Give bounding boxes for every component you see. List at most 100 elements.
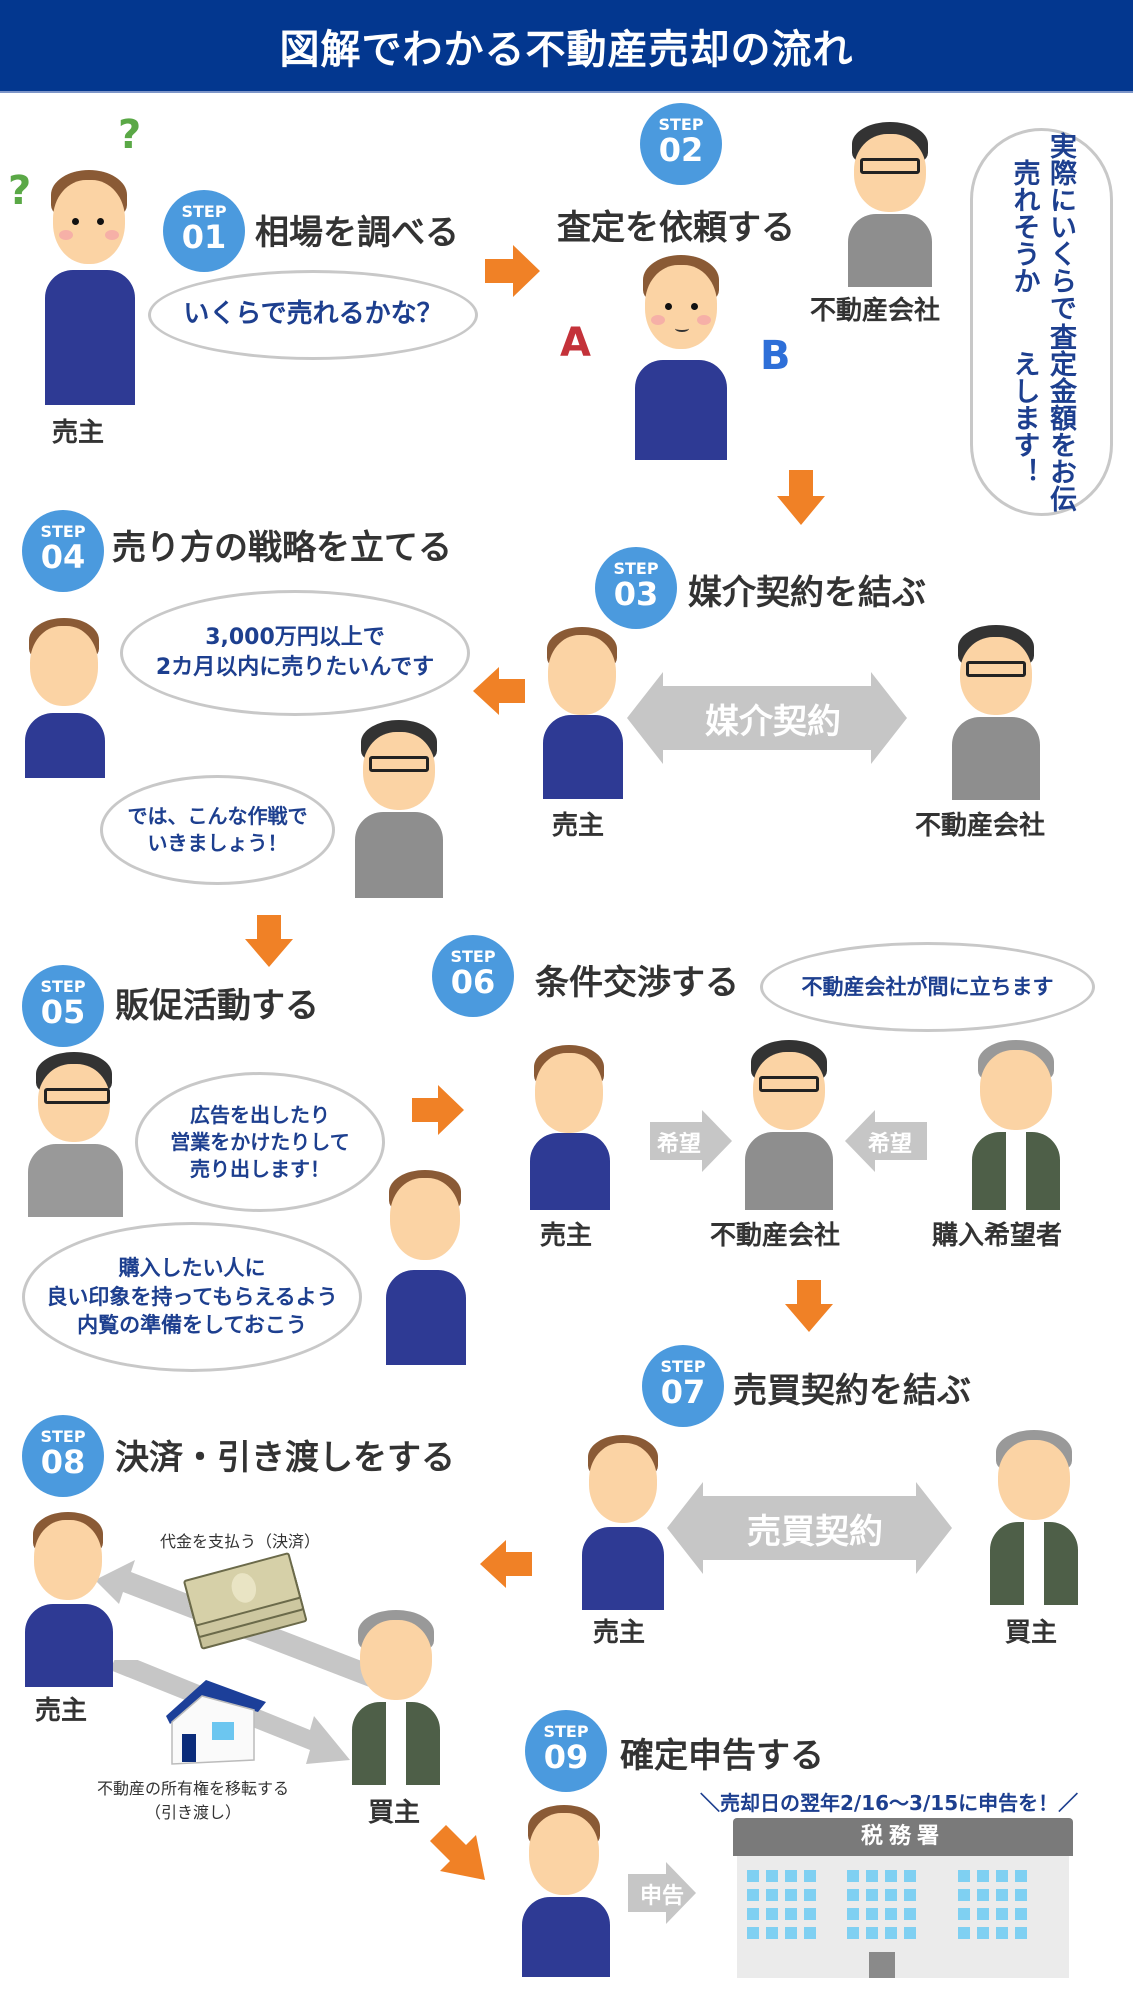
arrow-right-icon [412,1085,464,1135]
agent-figure [355,720,443,898]
badge-label: STEP [658,115,704,134]
agent-figure [952,625,1040,800]
badge-label: STEP [40,1427,86,1446]
badge-label: STEP [543,1722,589,1741]
sales-contract-label: 売買契約 [747,1512,883,1552]
seller-figure [25,618,105,778]
role-label-agent: 不動産会社 [915,811,1046,841]
badge-label: STEP [613,559,659,578]
role-label-buyer: 買主 [1005,1618,1058,1648]
seller-figure [605,255,755,460]
badge-number: 08 [40,1443,86,1481]
seller-figure [520,1805,612,1977]
speech-bubble-vertical: 実際にいくらで売れそうか 査定金額をお伝えします！ [970,128,1113,516]
step-title-06: 条件交渉する [535,963,739,1003]
agent-figure [848,122,932,287]
step-title-09: 確定申告する [620,1736,824,1776]
step-title-03: 媒介契約を結ぶ [688,573,926,613]
role-label-buyer-candidate: 購入希望者 [932,1221,1063,1251]
arrow-down-right-icon [430,1825,485,1880]
step-badge-04: STEP 04 [22,510,104,592]
badge-number: 07 [660,1373,706,1411]
option-b-label: B [760,333,791,379]
caption-line: （引き渡し） [144,1803,241,1822]
role-label-seller: 売主 [52,418,105,448]
speech-bubble: 購入したい人に 良い印象を持ってもらえるよう 内覧の準備をしておこう [22,1222,362,1372]
bubble-line: 営業をかけたりして [170,1129,350,1154]
step-badge-01: STEP 01 [163,190,245,272]
arrow-left-icon [473,667,525,715]
bubble-line: 実際にいくらで売れそうか [1008,132,1076,321]
badge-label: STEP [40,522,86,541]
bubble-line: いきましょう！ [147,831,288,855]
question-mark-icon: ? [118,112,142,158]
badge-number: 01 [181,218,227,256]
bubble-line: 売り出します！ [190,1156,330,1181]
deadline-note: ＼売却日の翌年2/16〜3/15に申告を！／ [700,1791,1079,1815]
agent-figure [28,1052,123,1217]
badge-label: STEP [181,202,227,221]
role-label-seller: 売主 [593,1618,646,1648]
question-mark-icon: ? [8,168,32,214]
step-badge-09: STEP 09 [525,1710,607,1792]
agent-figure [745,1040,833,1210]
bubble-line: 購入したい人に [118,1256,266,1281]
badge-label: STEP [40,977,86,996]
step-badge-03: STEP 03 [595,547,677,629]
buyer-figure [990,1430,1078,1605]
buyer-candidate-figure [972,1040,1060,1210]
step-badge-08: STEP 08 [22,1415,104,1497]
speech-bubble: いくらで売れるかな？ [148,270,478,360]
bubble-line: 査定金額をお伝えします！ [1008,323,1076,512]
arrow-down-icon [777,470,825,525]
step-title-08: 決済・引き渡しをする [115,1438,455,1478]
speech-bubble: 広告を出したり 営業をかけたりして 売り出します！ [135,1072,385,1212]
step-badge-07: STEP 07 [642,1345,724,1427]
badge-number: 02 [658,131,704,169]
role-label-agent: 不動産会社 [810,296,941,326]
arrow-down-icon [785,1280,833,1332]
arrow-right-icon [628,1862,696,1924]
transfer-caption: 不動産の所有権を移転する （引き渡し） [78,1775,308,1823]
speech-bubble: 3,000万円以上で 2カ月以内に売りたいんです [120,590,470,716]
page-title: 図解でわかる不動産売却の流れ [279,26,854,73]
step-title-04: 売り方の戦略を立てる [112,528,452,568]
step-title-07: 売買契約を結ぶ [733,1371,971,1411]
step-badge-05: STEP 05 [22,965,104,1047]
page-header: 図解でわかる不動産売却の流れ [0,0,1133,93]
request-label: 希望 [868,1132,913,1157]
speech-bubble: では、こんな作戦で いきましょう！ [100,775,335,885]
speech-bubble: 不動産会社が間に立ちます [760,942,1095,1032]
step-badge-06: STEP 06 [432,935,514,1017]
option-a-label: A [560,320,591,366]
seller-figure [25,1512,113,1687]
role-label-agent: 不動産会社 [710,1221,841,1251]
filing-label: 申告 [640,1884,685,1909]
badge-number: 05 [40,993,86,1031]
badge-label: STEP [450,947,496,966]
badge-number: 06 [450,963,496,1001]
bubble-line: では、こんな作戦で [127,804,308,828]
role-label-seller: 売主 [540,1221,593,1251]
seller-figure [582,1435,664,1610]
buyer-figure [352,1610,440,1785]
seller-figure [45,170,135,405]
double-arrow-icon [667,1482,952,1574]
seller-figure [383,1170,468,1365]
bubble-line: 内覧の準備をしておこう [77,1313,307,1338]
arrow-right-icon [485,245,540,297]
step-badge-02: STEP 02 [640,103,722,185]
badge-number: 03 [613,575,659,613]
role-label-seller: 売主 [35,1696,88,1726]
badge-number: 04 [40,538,86,576]
tax-office-building: 税務署 [733,1818,1073,1978]
seller-figure [530,1045,610,1210]
arrow-left-icon [480,1540,532,1588]
caption-line: 不動産の所有権を移転する [96,1779,289,1798]
role-label-seller: 売主 [552,811,605,841]
request-label: 希望 [657,1132,702,1157]
bubble-line: 2カ月以内に売りたいんです [155,655,435,680]
house-icon [158,1676,268,1766]
step-title-02: 査定を依頼する [557,208,795,248]
tax-office-label: 税務署 [733,1818,1073,1856]
